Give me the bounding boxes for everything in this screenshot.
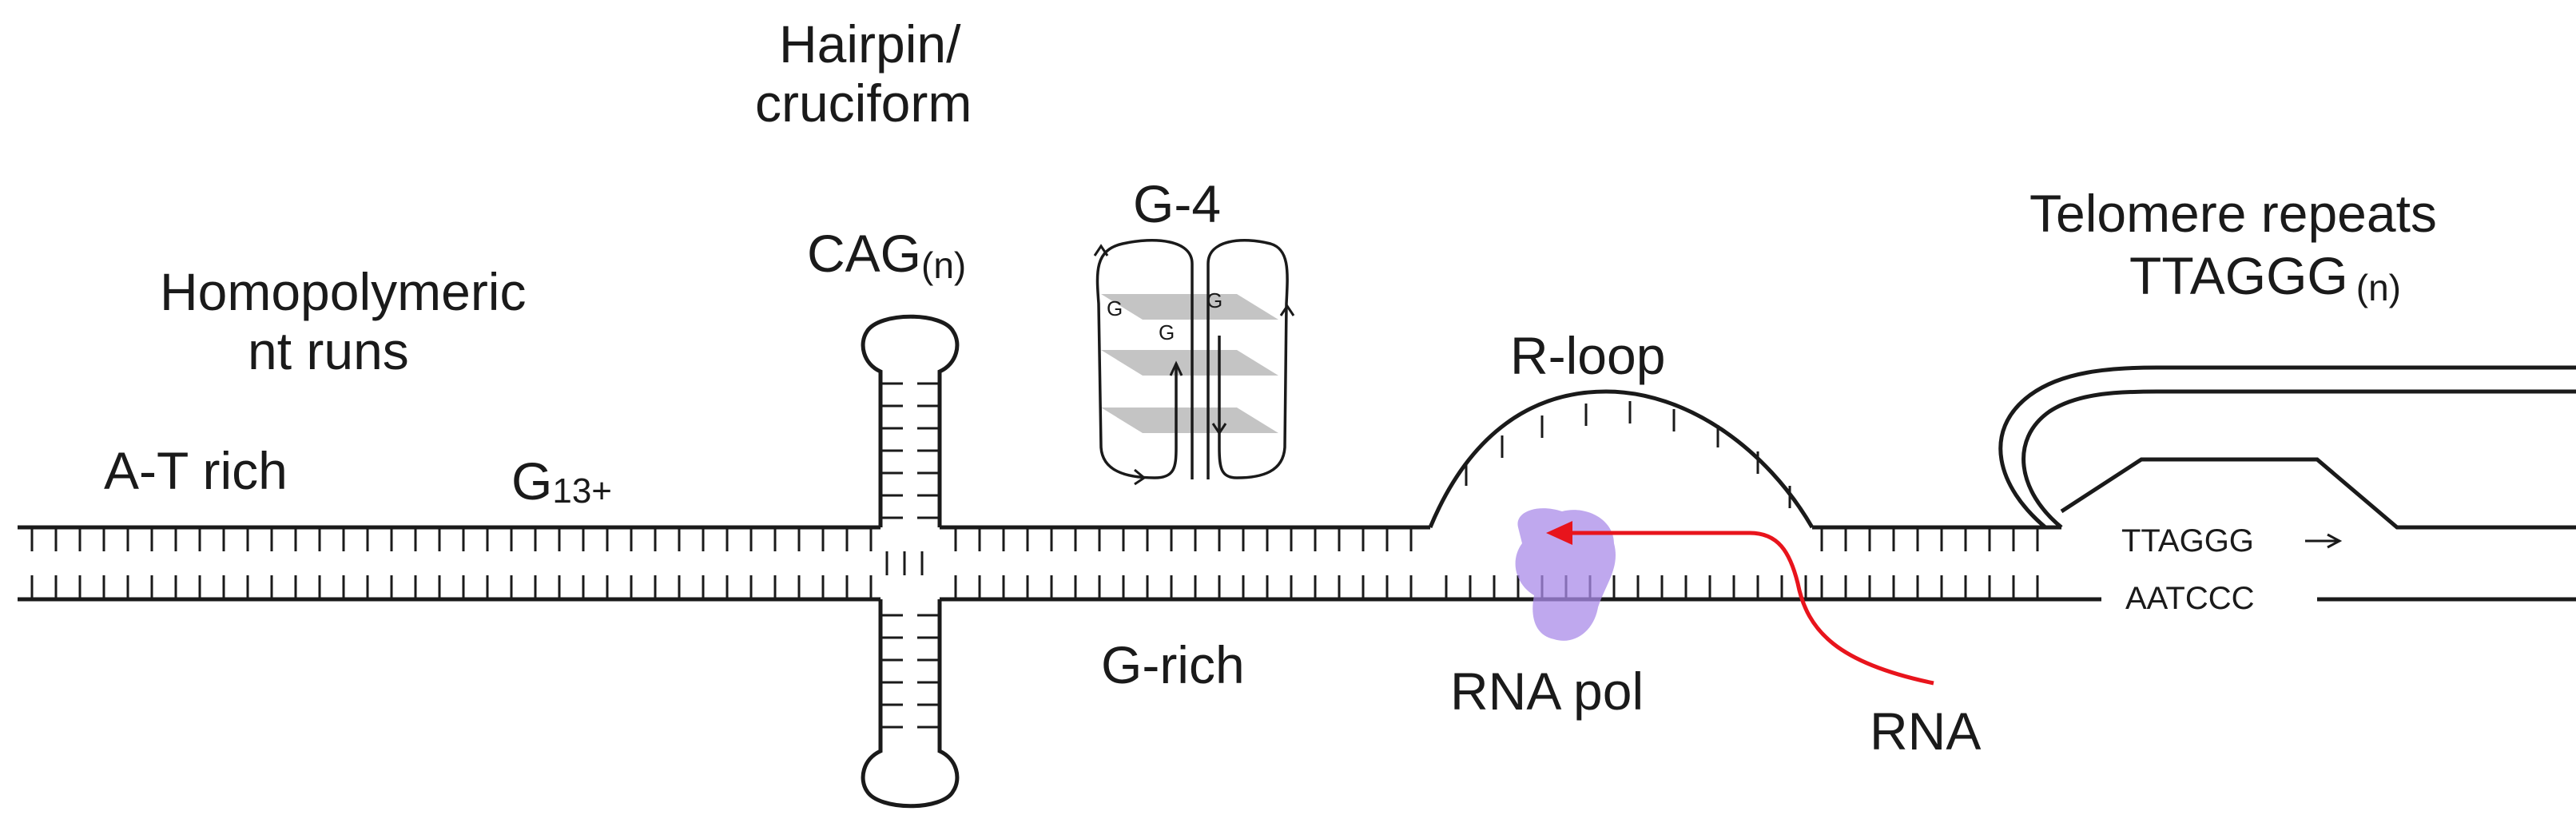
g-quadruplex: G G G [1093,239,1295,486]
cruciform-rungs [881,382,940,729]
rna-pol-label: RNA pol [1450,662,1644,721]
rna-polymerase-blob [1515,508,1616,641]
rna-strand [1558,531,1934,686]
cruciform-lower-arm [861,599,960,809]
telomere-outer-strand [1998,365,2576,602]
hairpin-label-line1: Hairpin/ [779,14,961,74]
g-rich-label: G-rich [1101,635,1245,694]
base-pair-rungs [30,401,2039,599]
g4-plane-top [1101,294,1278,320]
g4-g-label: G [1207,288,1222,312]
r-loop-bubble [1428,389,1815,529]
g4-g-label: G [1159,320,1175,344]
cag-label: CAG(n) [807,224,966,286]
g4-strand [1095,239,1194,479]
telomere-label-line2: TTAGGG(n) [2129,246,2401,308]
telomere-inner-strand [2021,389,2576,530]
homopolymeric-label-line1: Homopolymeric [160,262,526,321]
g4-g-label: G [1107,296,1123,320]
g4-arrow-icon [1169,360,1183,376]
telomere-loop [1998,365,2576,602]
rna-label: RNA [1870,702,1981,761]
g13-label: G13+ [511,451,612,511]
g4-plane-middle [1101,350,1278,376]
r-loop-label: R-loop [1510,326,1665,385]
g4-arrow-icon [1211,423,1227,435]
ttaggg-strand-label: TTAGGG [2121,523,2254,559]
rna-arrowhead-icon [1546,521,1572,545]
g4-plane-bottom [1101,408,1278,433]
ttaggg-arrow-icon [2305,533,2343,549]
g4-arrow-icon [1093,244,1109,256]
dna-backbone [18,389,2101,602]
cruciform-upper-arm [861,314,960,527]
telomere-label-line1: Telomere repeats [2029,184,2437,243]
at-rich-label: A-T rich [104,441,288,500]
homopolymeric-label-line2: nt runs [248,321,409,380]
g4-arrow-icon [1279,304,1295,316]
cruciform [861,314,960,809]
hairpin-label-line2: cruciform [755,74,972,133]
aatccc-strand-label: AATCCC [2125,581,2254,616]
g4-strand-right [1207,239,1289,479]
g4-arrow-icon [1134,468,1147,486]
g4-label: G-4 [1133,174,1221,233]
